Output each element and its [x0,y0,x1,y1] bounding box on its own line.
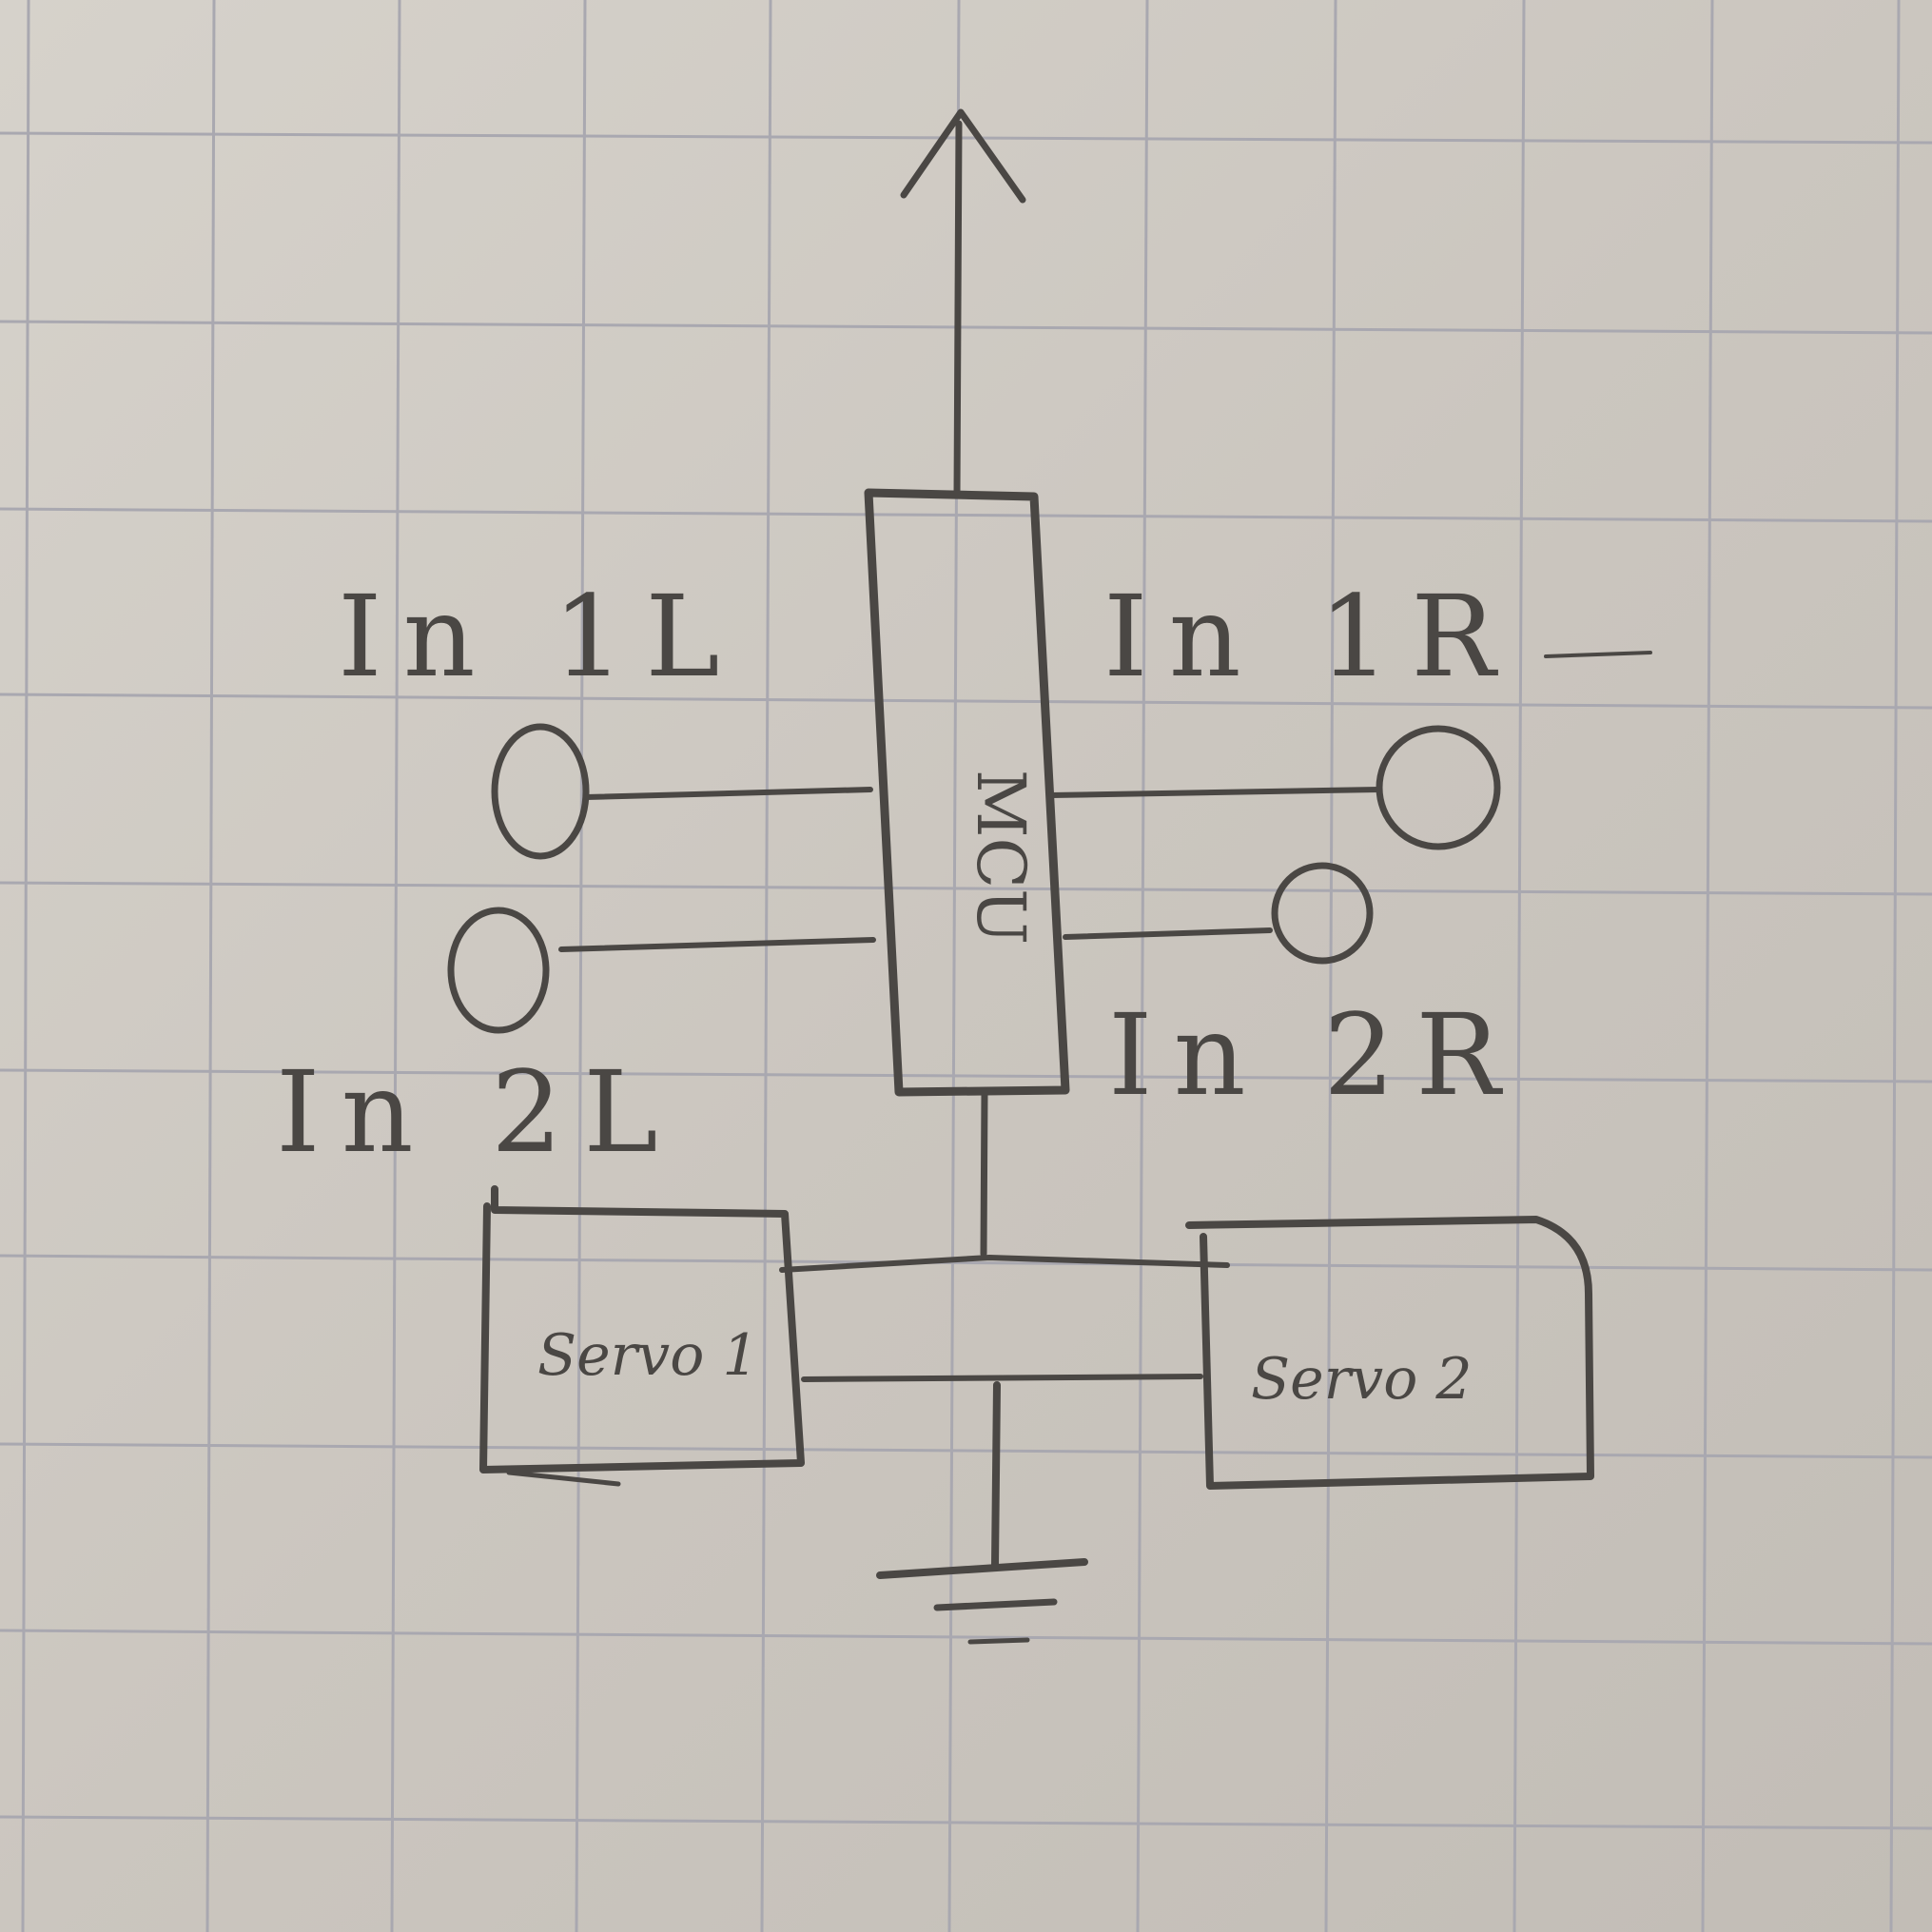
label-in2l: In 2L [276,1046,679,1178]
input-terminal-in1r [1048,725,1501,850]
output-arrow-icon [900,108,1026,498]
servo1-box [479,1185,805,1473]
mcu-box [864,488,1070,1097]
label-in2r: In 2R [1108,989,1522,1121]
input-terminal-in1l [491,723,873,860]
input-terminal-in2l [447,907,876,1034]
servo2-label: Servo 2 [1251,1346,1473,1413]
input-terminal-in2r [1063,862,1374,965]
label-in1r: In 1R [1103,571,1517,702]
servo2-box [1185,1216,1594,1490]
label-in1l: In 1L [338,571,741,702]
mcu-label: MCU [962,769,1041,946]
servo1-label: Servo 1 [537,1322,759,1389]
ground-icon [876,1381,1088,1645]
